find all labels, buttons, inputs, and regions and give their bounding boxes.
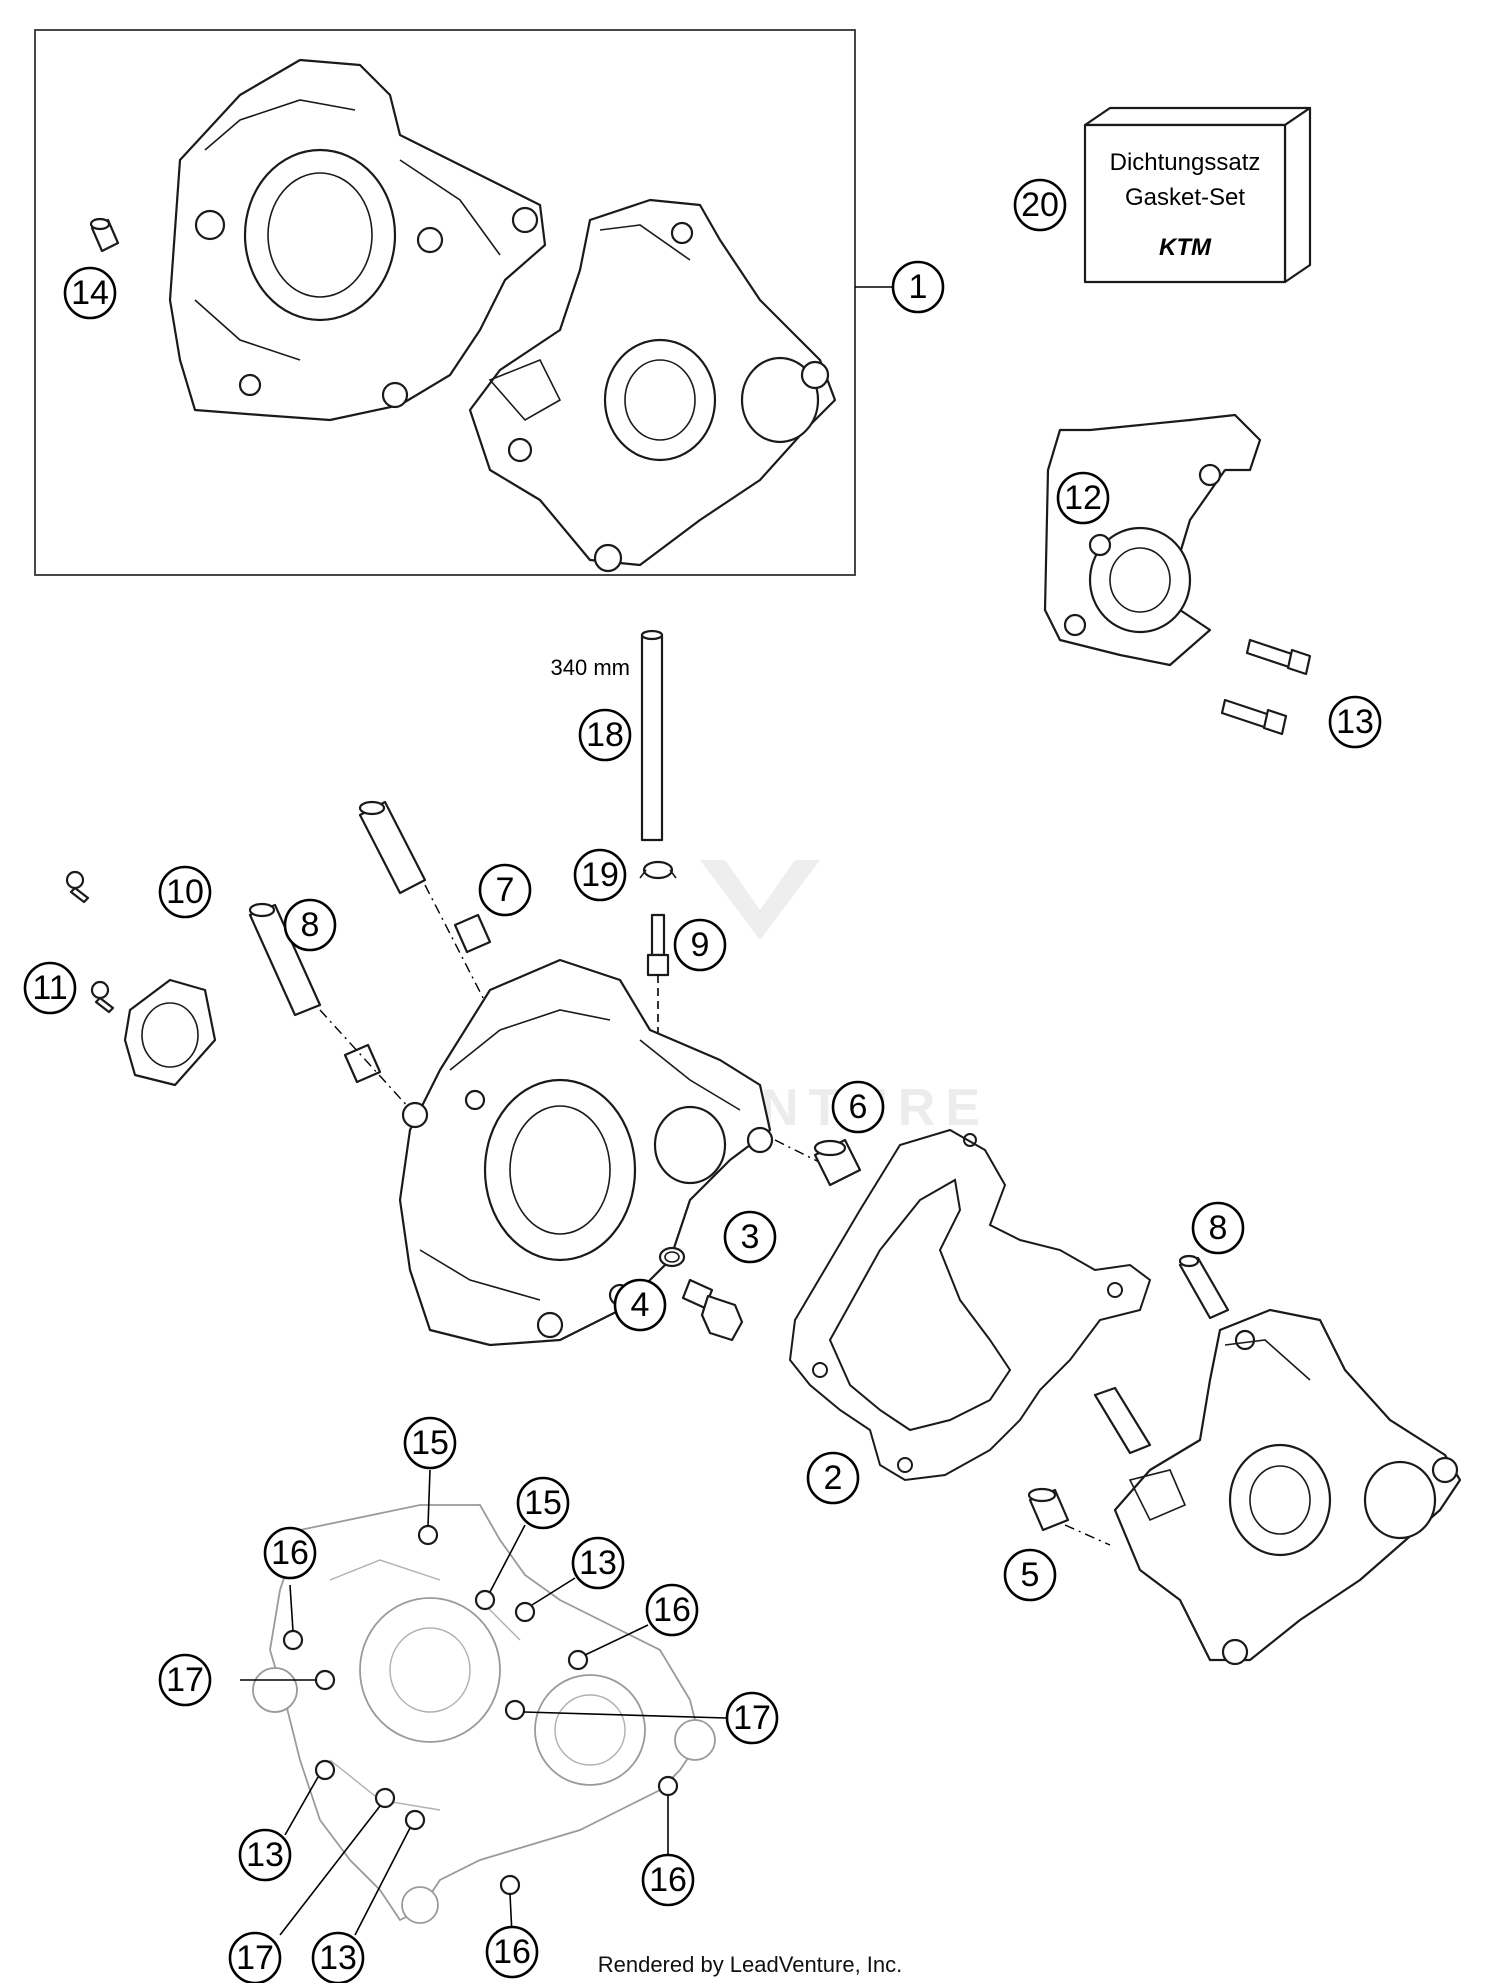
- svg-text:8: 8: [1209, 1209, 1228, 1247]
- svg-text:13: 13: [1336, 703, 1374, 741]
- callout-18: 18: [578, 708, 632, 762]
- o-ring-4: [658, 1246, 686, 1268]
- callout-13-bottom: 13: [311, 1931, 365, 1983]
- svg-text:9: 9: [691, 926, 710, 964]
- callout-13-mid: 13: [571, 1536, 625, 1590]
- bearing-housing-12: [1043, 413, 1262, 667]
- callout-7: 7: [478, 863, 532, 917]
- callout-17-bottom: 17: [228, 1931, 282, 1983]
- callout-8-left: 8: [283, 898, 337, 952]
- gasket-2: [788, 1128, 1152, 1482]
- crankcase-assembly-box: [34, 29, 893, 576]
- cover-10: [123, 978, 217, 1087]
- svg-text:1: 1: [909, 268, 928, 306]
- svg-text:19: 19: [581, 856, 619, 894]
- callout-16-left: 16: [263, 1526, 317, 1580]
- svg-text:8: 8: [301, 906, 320, 944]
- svg-text:2: 2: [824, 1459, 843, 1497]
- callout-15-top: 15: [403, 1416, 457, 1470]
- svg-text:10: 10: [166, 873, 204, 911]
- svg-text:16: 16: [653, 1591, 691, 1629]
- svg-text:4: 4: [631, 1286, 650, 1324]
- dowel-sleeve-8-left: [248, 902, 421, 1121]
- callout-12: 12: [1056, 471, 1110, 525]
- callout-2: 2: [806, 1451, 860, 1505]
- gasket-box-line2: Gasket-Set: [1125, 184, 1245, 211]
- gasket-set-box: Dichtungssatz Gasket-Set KTM: [1083, 106, 1312, 284]
- callout-5: 5: [1003, 1548, 1057, 1602]
- svg-text:13: 13: [319, 1939, 357, 1977]
- svg-text:16: 16: [271, 1534, 309, 1572]
- screws-13-upper: [1220, 638, 1312, 736]
- left-crankcase-half-main: [398, 958, 836, 1347]
- callout-3: 3: [723, 1210, 777, 1264]
- svg-text:16: 16: [649, 1861, 687, 1899]
- callout-16-lower-right: 16: [641, 1853, 695, 1907]
- svg-text:17: 17: [236, 1939, 274, 1977]
- callout-17-right: 17: [725, 1691, 779, 1745]
- callout-20: 20: [1013, 178, 1067, 232]
- hose-clamp-19: [639, 860, 677, 880]
- right-crankcase-half-main: [1113, 1308, 1462, 1666]
- svg-text:15: 15: [411, 1424, 449, 1462]
- nipple-9: [646, 913, 670, 1040]
- tube-18: 340 mm: [551, 629, 664, 842]
- gasket-box-line1: Dichtungssatz: [1110, 149, 1261, 176]
- callout-8-right: 8: [1191, 1201, 1245, 1255]
- callout-1: 1: [891, 260, 945, 314]
- callout-19: 19: [573, 848, 627, 902]
- callout-11: 11: [23, 961, 77, 1015]
- svg-text:17: 17: [733, 1699, 771, 1737]
- tube-length-dimension: 340 mm: [551, 655, 630, 680]
- svg-text:17: 17: [166, 1661, 204, 1699]
- svg-text:12: 12: [1064, 479, 1102, 517]
- svg-text:5: 5: [1021, 1556, 1040, 1594]
- callout-16-right: 16: [645, 1583, 699, 1637]
- svg-text:15: 15: [524, 1484, 562, 1522]
- svg-text:6: 6: [849, 1088, 868, 1126]
- callout-10: 10: [158, 865, 212, 919]
- footer-credit: Rendered by LeadVenture, Inc.: [598, 1952, 903, 1977]
- callout-16-bottom: 16: [485, 1925, 539, 1979]
- callout-14: 14: [63, 266, 117, 320]
- svg-text:13: 13: [579, 1544, 617, 1582]
- svg-text:13: 13: [246, 1836, 284, 1874]
- dowel-sleeve-8-right: [1093, 1254, 1230, 1455]
- svg-text:14: 14: [71, 274, 109, 312]
- left-crankcase-half-top: [168, 58, 547, 422]
- ktm-logo: KTM: [1159, 234, 1212, 261]
- callout-17-left: 17: [158, 1653, 212, 1707]
- bushing-5: [1027, 1487, 1111, 1546]
- svg-text:7: 7: [496, 871, 515, 909]
- callout-9: 9: [673, 918, 727, 972]
- svg-text:3: 3: [741, 1218, 760, 1256]
- dowel-pin-14: [89, 217, 120, 253]
- screws-11: [65, 870, 115, 1014]
- ghost-crankcase-bolt-pattern: [240, 1469, 727, 1936]
- bolt-heads: [282, 1524, 679, 1896]
- callout-4: 4: [613, 1278, 667, 1332]
- svg-text:11: 11: [32, 969, 67, 1007]
- callout-13-upper: 13: [1328, 695, 1382, 749]
- callout-6: 6: [831, 1080, 885, 1134]
- callout-15-second: 15: [516, 1476, 570, 1530]
- bushing-6: [813, 1138, 862, 1187]
- right-crankcase-half-top: [468, 198, 837, 573]
- svg-text:20: 20: [1021, 186, 1059, 224]
- svg-text:16: 16: [493, 1933, 531, 1971]
- callout-13-left: 13: [238, 1828, 292, 1882]
- svg-text:18: 18: [586, 716, 624, 754]
- drain-plug-3: [681, 1278, 744, 1342]
